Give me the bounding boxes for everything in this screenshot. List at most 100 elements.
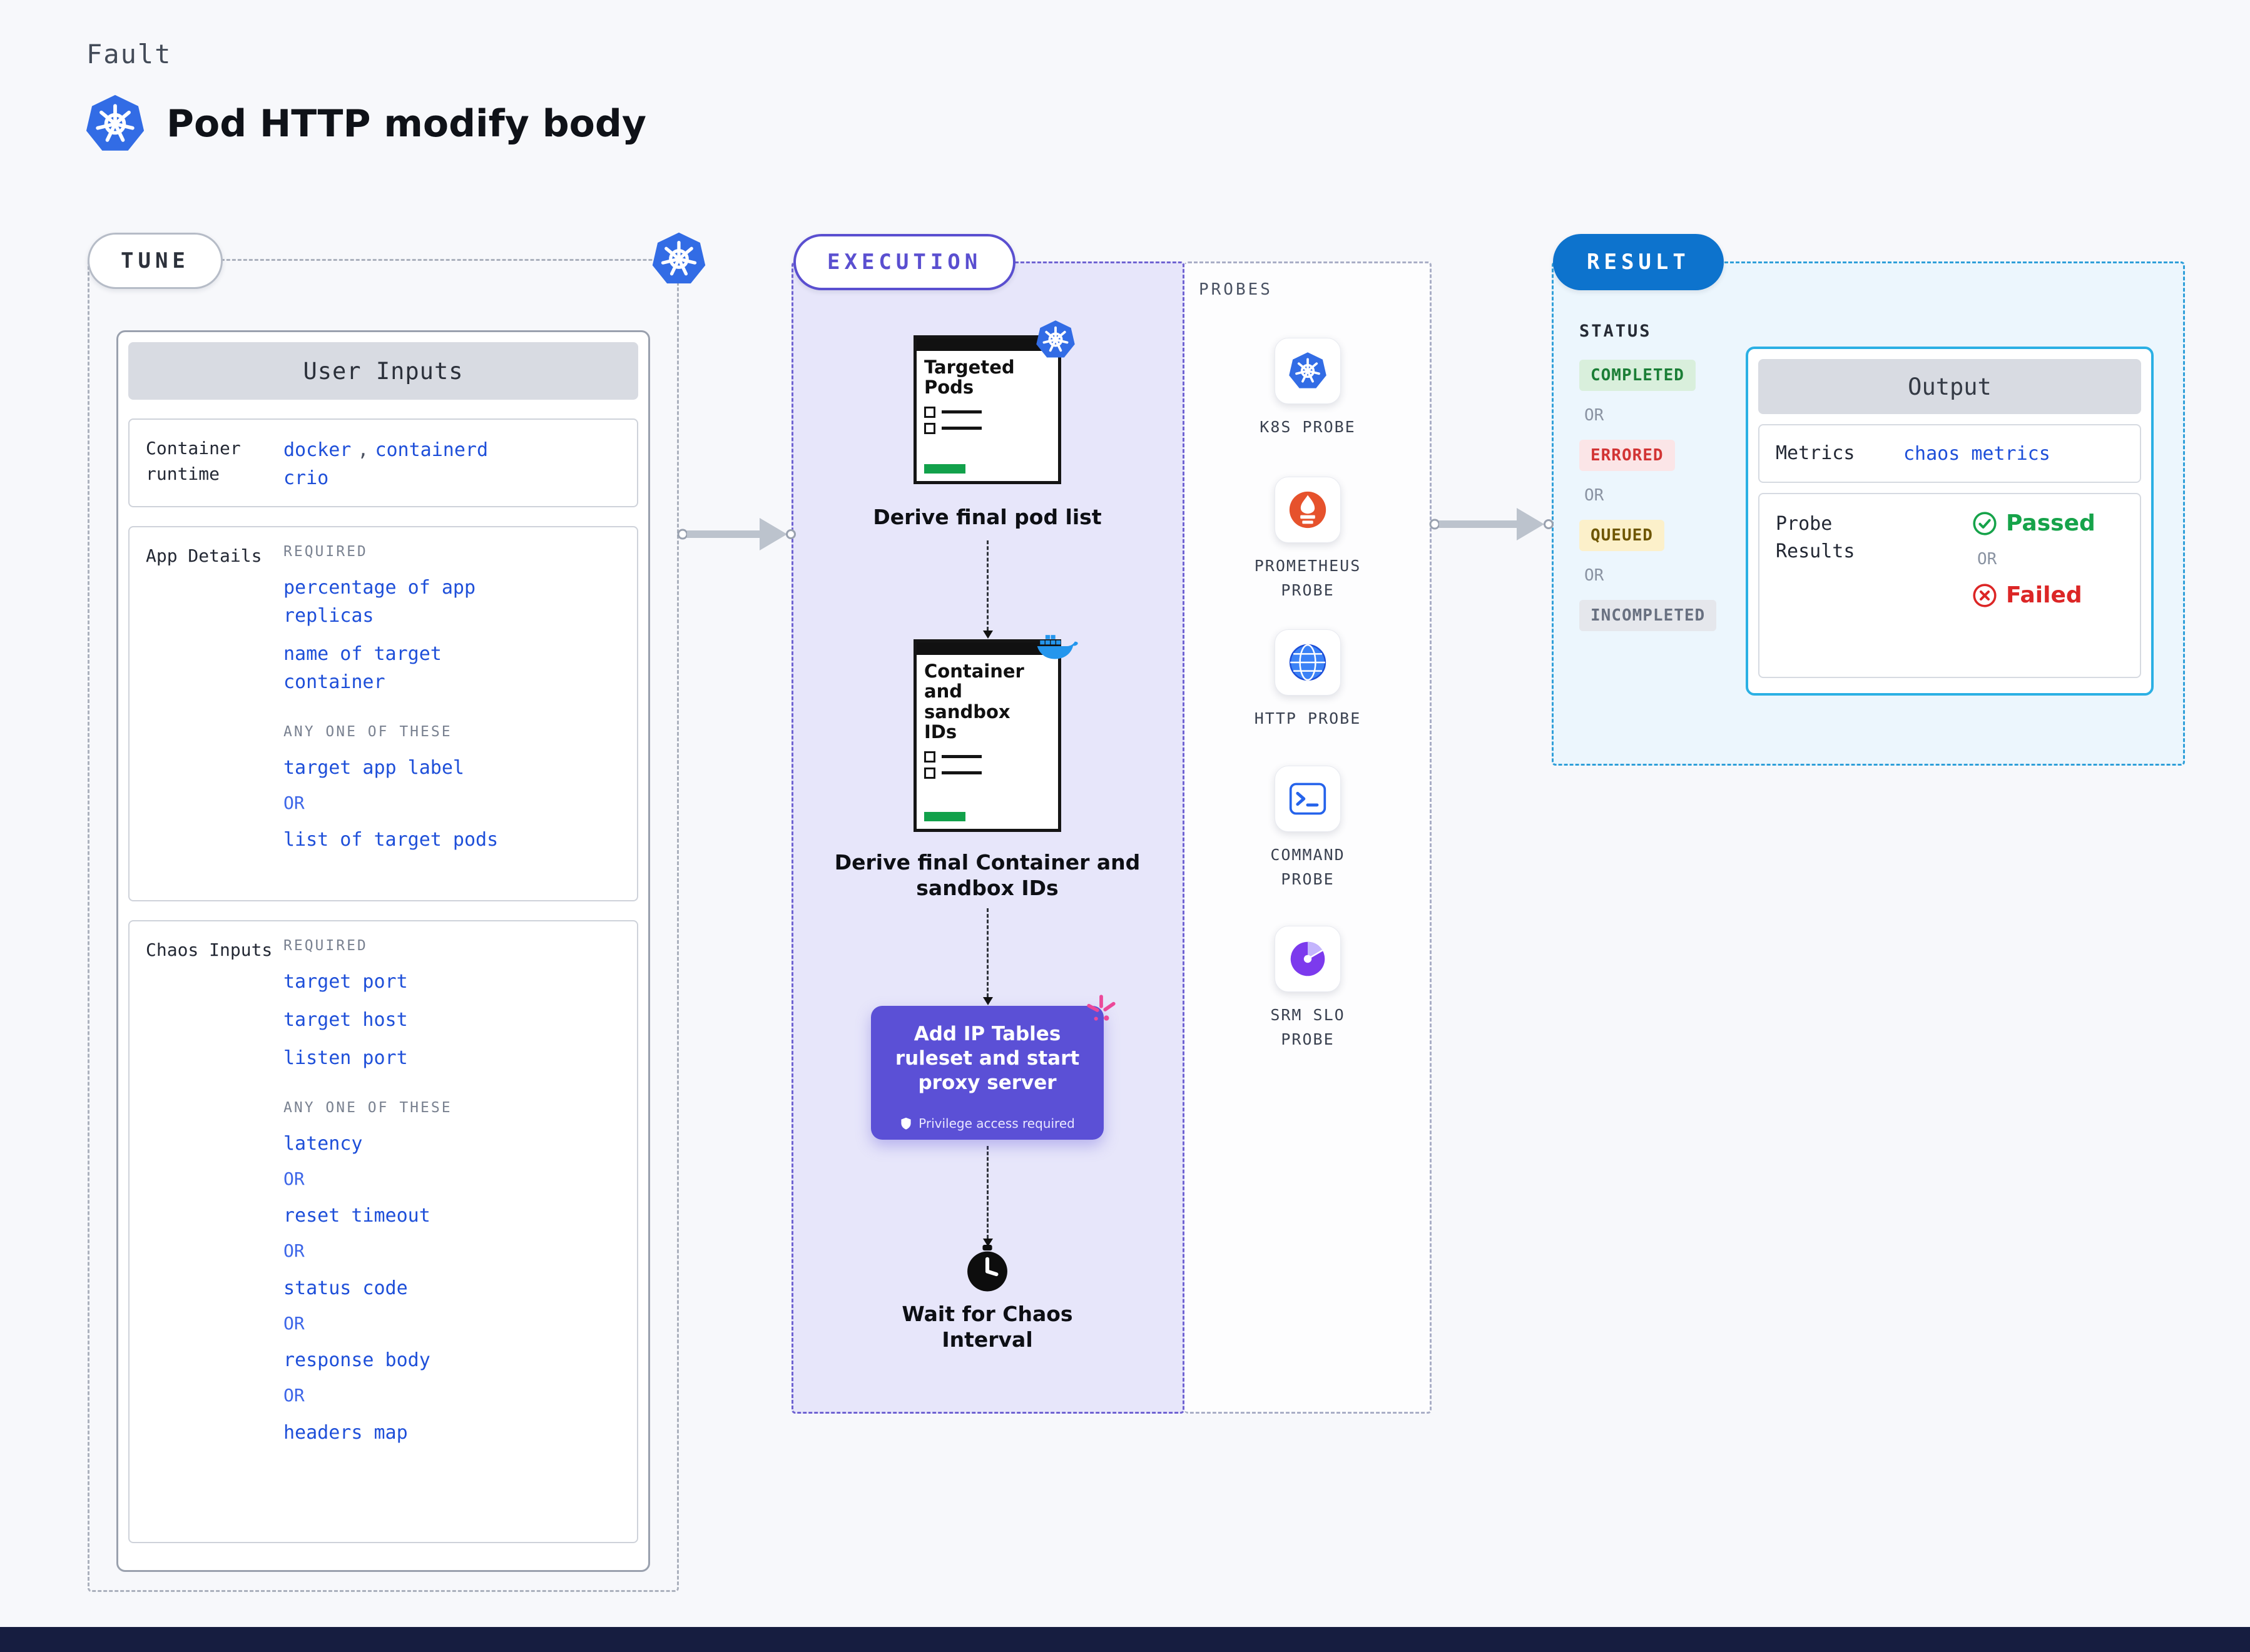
flow-arrow: [983, 1146, 993, 1247]
chaos-option-item: reset timeout: [283, 1205, 430, 1227]
derive-container-ids-caption: Derive final Container and sandbox IDs: [834, 850, 1141, 901]
progress-bar: [924, 464, 965, 474]
kubernetes-icon: [85, 94, 145, 154]
chaos-inputs-label: Chaos Inputs: [146, 940, 273, 960]
any-one-label: ANY ONE OF THESE: [283, 724, 452, 740]
shield-icon: [900, 1117, 912, 1130]
runtime-separator: ,: [357, 439, 369, 461]
or-label: OR: [283, 1312, 305, 1334]
wait-interval-caption: Wait for Chaos Interval: [902, 1302, 1073, 1352]
or-label: OR: [283, 1240, 305, 1262]
checkbox-icon: [924, 767, 935, 779]
chaos-required-item: listen port: [283, 1047, 408, 1069]
kubernetes-badge-icon: [1036, 320, 1076, 360]
chaos-required-item: target port: [283, 971, 408, 993]
app-option-item: target app label: [283, 757, 464, 779]
container-sandbox-illustration: Container and sandbox IDs: [914, 639, 1061, 832]
iptables-action-box: Add IP Tables ruleset and start proxy se…: [871, 1006, 1104, 1140]
metrics-label: Metrics: [1776, 442, 1855, 465]
or-label: OR: [283, 1168, 305, 1189]
doc-list-row: [924, 422, 1051, 434]
passed-label: Passed: [2006, 510, 2095, 536]
container-runtime-values: docker , containerd crio: [283, 420, 637, 506]
command-probe-card: [1275, 766, 1341, 832]
doc-title-bar: [917, 338, 1058, 351]
errored-badge: ERRORED: [1579, 440, 1675, 471]
doc-list-row: [924, 406, 1051, 418]
or-label: OR: [1584, 566, 1604, 585]
app-option-item: list of target pods: [283, 829, 499, 851]
globe-icon: [1288, 643, 1327, 682]
chaos-option-item: headers map: [283, 1421, 408, 1444]
tune-kubernetes-icon: [651, 231, 706, 286]
completed-badge: COMPLETED: [1579, 360, 1696, 391]
docker-badge-icon: [1037, 629, 1078, 661]
fault-kicker-label: Fault: [86, 39, 172, 69]
http-probe-card: [1275, 629, 1341, 696]
app-details-label: App Details: [146, 545, 262, 566]
checkbox-icon: [924, 751, 935, 763]
any-one-label: ANY ONE OF THESE: [283, 1100, 452, 1116]
or-label: OR: [1977, 550, 1997, 569]
progress-bar: [924, 812, 965, 821]
result-pill: RESULT: [1553, 234, 1724, 290]
command-probe-label: COMMAND PROBE: [1270, 846, 1345, 888]
required-label: REQUIRED: [283, 544, 368, 560]
privilege-badge: Privilege access required: [871, 1116, 1104, 1131]
app-details-row: App Details REQUIRED percentage of app r…: [128, 526, 638, 901]
prometheus-icon: [1288, 490, 1327, 529]
execution-to-result-arrow: [1429, 508, 1554, 540]
metrics-row: Metrics chaos metrics: [1758, 424, 2141, 483]
app-details-values: REQUIRED percentage of app replicas name…: [283, 527, 637, 900]
probes-panel: [1184, 261, 1432, 1414]
list-line: [942, 427, 982, 430]
failed-x-icon: [1972, 583, 1997, 608]
iptables-action-text: Add IP Tables ruleset and start proxy se…: [895, 1023, 1080, 1094]
status-heading: STATUS: [1579, 322, 1652, 341]
container-runtime-row: Container runtime docker , containerd cr…: [128, 418, 638, 507]
passed-line: Passed: [1972, 510, 2095, 536]
spark-icon: [1085, 993, 1117, 1026]
failed-line: Failed: [1972, 582, 2095, 608]
prometheus-probe-card: [1275, 477, 1341, 543]
probe-results-label: Probe Results: [1776, 513, 1855, 562]
runtime-value-docker: docker: [283, 439, 352, 461]
doc2-title: Container and sandbox IDs: [924, 661, 1024, 743]
http-probe-label: HTTP PROBE: [1254, 709, 1362, 727]
prometheus-probe-label: PROMETHEUS PROBE: [1254, 557, 1362, 599]
targeted-pods-illustration: Targeted Pods: [914, 335, 1061, 484]
probe-results-row: Probe Results Passed OR Failed: [1758, 493, 2141, 678]
or-label: OR: [283, 1385, 305, 1406]
list-line: [942, 771, 982, 775]
probe-results-values: Passed OR Failed: [1903, 494, 2095, 677]
tune-pill: TUNE: [88, 233, 223, 289]
chaos-option-item: status code: [283, 1277, 408, 1299]
tune-to-execution-arrow: [677, 518, 796, 550]
user-inputs-header: User Inputs: [128, 342, 638, 400]
required-label: REQUIRED: [283, 938, 368, 954]
flow-arrow: [983, 908, 993, 1005]
checkbox-icon: [924, 406, 935, 418]
privilege-badge-label: Privilege access required: [919, 1116, 1075, 1131]
metrics-value: chaos metrics: [1903, 442, 2050, 465]
checkbox-icon: [924, 422, 935, 434]
passed-check-icon: [1972, 511, 1997, 536]
derive-pod-list-caption: Derive final pod list: [873, 505, 1102, 529]
doc-list-row: [924, 751, 1051, 763]
tune-section: [88, 259, 679, 1592]
failed-label: Failed: [2006, 582, 2082, 608]
clock-icon: [964, 1245, 1011, 1292]
incompleted-badge: INCOMPLETED: [1579, 600, 1717, 631]
app-required-item: name of target container: [283, 643, 442, 693]
terminal-icon: [1288, 779, 1327, 818]
status-column: STATUS COMPLETED OR ERRORED OR QUEUED OR…: [1579, 322, 1717, 646]
or-label: OR: [1584, 486, 1604, 505]
queued-badge: QUEUED: [1579, 520, 1664, 551]
flow-arrow: [983, 540, 993, 639]
chaos-inputs-values: REQUIRED target port target host listen …: [283, 921, 637, 1542]
kubernetes-icon: [1288, 352, 1327, 390]
or-label: OR: [283, 793, 305, 813]
list-line: [942, 755, 982, 759]
pie-chart-icon: [1288, 940, 1327, 978]
